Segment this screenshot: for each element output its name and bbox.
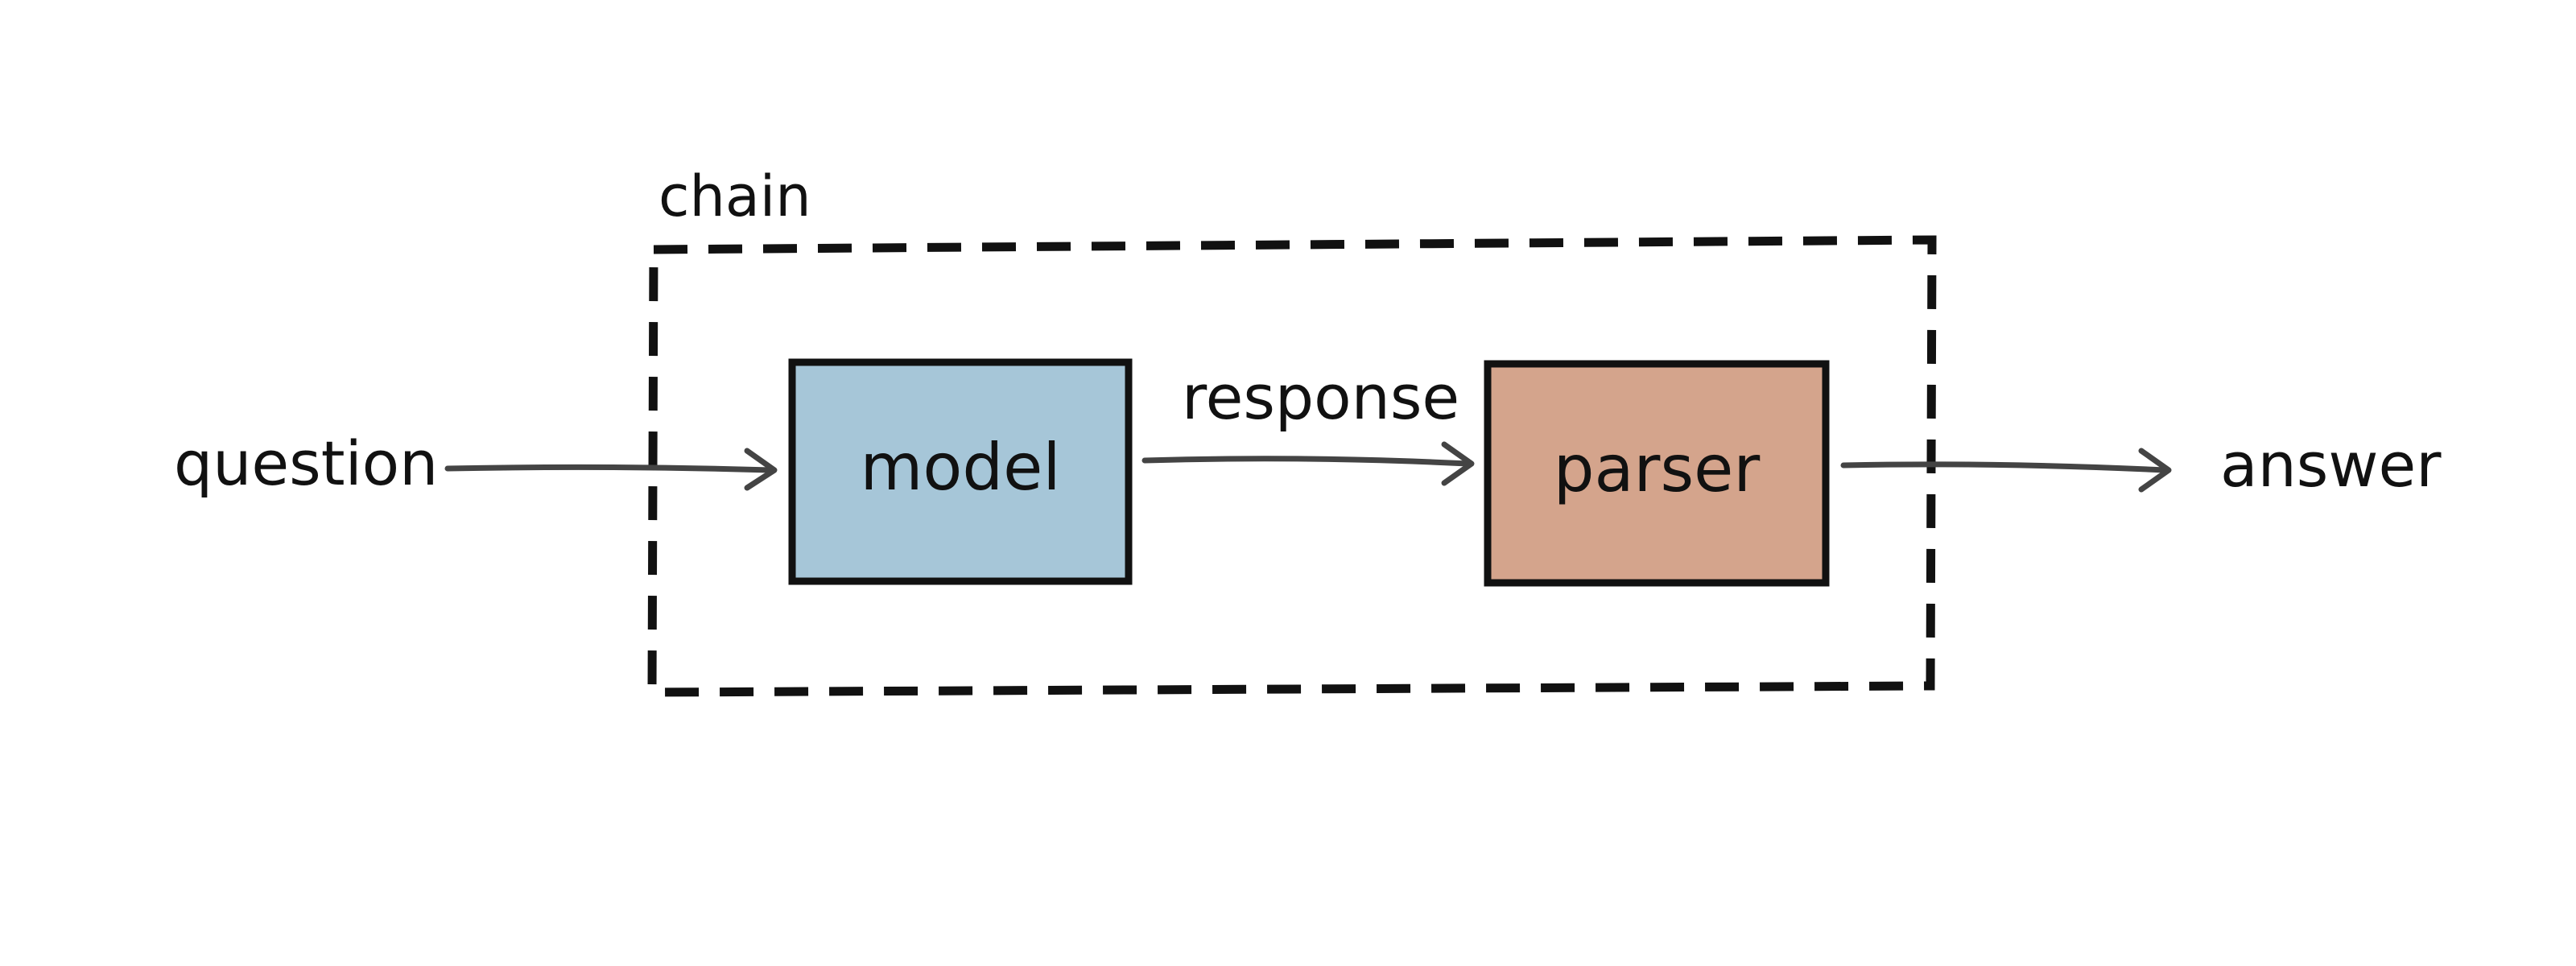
response-label: response: [1182, 361, 1459, 433]
parser-label: parser: [1554, 431, 1761, 506]
question-label: question: [174, 427, 438, 499]
model-box: [788, 358, 1133, 585]
question-to-model-arrow: [444, 464, 774, 473]
model-to-parser-arrow: [1141, 456, 1472, 467]
parser-box: [1484, 360, 1830, 587]
answer-label: answer: [2220, 429, 2442, 501]
chain-container: [647, 235, 1937, 697]
model-label: model: [860, 430, 1060, 505]
chain-label: chain: [658, 163, 811, 229]
parser-to-answer-arrow: [1840, 461, 2169, 473]
model-to-parser-arrowhead: [1441, 441, 1475, 486]
question-to-model-arrowhead: [744, 448, 778, 491]
parser-to-answer-arrowhead: [2138, 448, 2172, 493]
